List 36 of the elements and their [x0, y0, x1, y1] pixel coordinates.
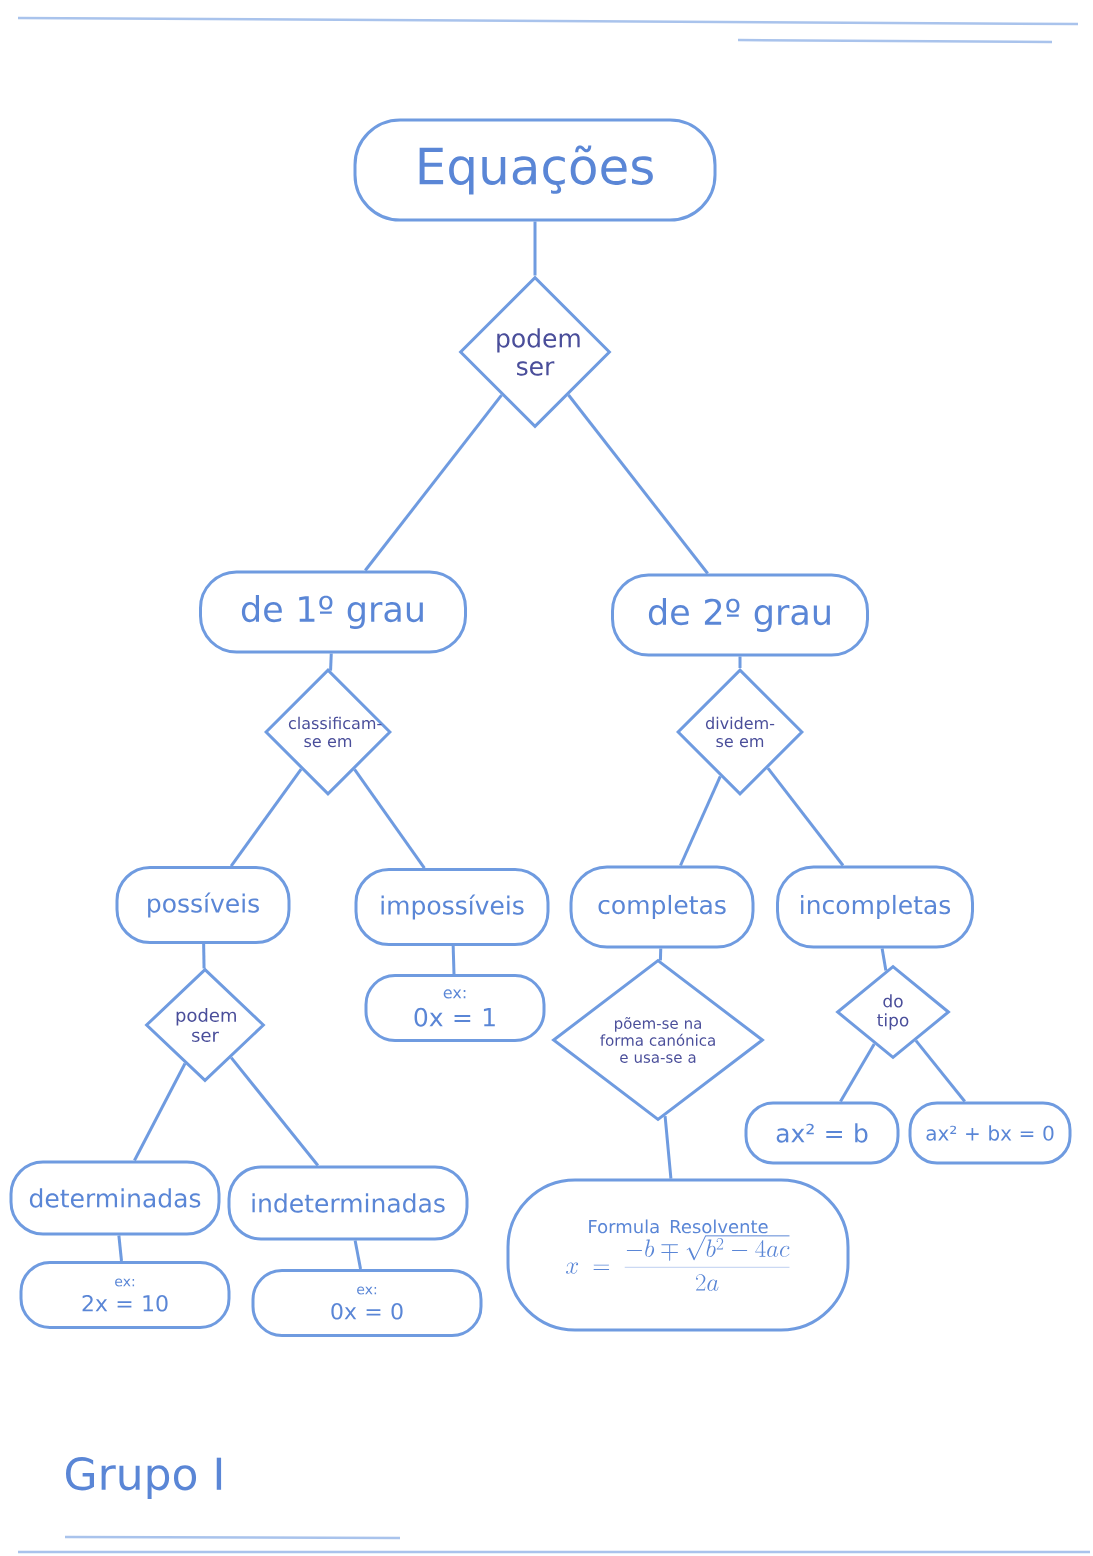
connector-line	[663, 1115, 673, 1179]
rounded-box: impossíveis	[354, 868, 550, 946]
rounded-box: ex: 0x = 0	[251, 1269, 483, 1337]
rounded-box: ax² = b	[744, 1101, 900, 1165]
connector-line	[658, 948, 663, 961]
rounded-box: ax² + bx = 0	[908, 1101, 1072, 1165]
connector-line	[329, 653, 333, 671]
connector-line	[117, 1235, 123, 1262]
connector-line	[738, 656, 742, 668]
group-label: Grupo I	[66, 1457, 222, 1499]
connector-line	[230, 1056, 320, 1167]
rounded-box: indeterminadas	[227, 1165, 469, 1241]
rounded-box: Formula Resolvente $x=\frac{-b\mp\sqrt{b^2-4ac}}{2a}$	[506, 1178, 850, 1332]
connector-line	[202, 944, 206, 969]
connector-line	[533, 221, 537, 276]
connector-line	[364, 394, 503, 572]
connector-line	[567, 394, 709, 575]
rounded-box: completas	[569, 865, 755, 949]
connector-line	[353, 768, 426, 869]
rounded-box: incompletas	[776, 865, 974, 949]
connector-line	[839, 1043, 876, 1103]
rounded-box: possíveis	[115, 866, 291, 944]
connector-line	[679, 775, 722, 867]
connector-line	[914, 1039, 966, 1103]
connector-line	[880, 948, 888, 971]
rounded-box: Equações	[353, 118, 717, 222]
connector-line	[451, 945, 456, 975]
connector-line	[353, 1240, 363, 1270]
connector-line	[766, 767, 845, 867]
rounded-box: determinadas	[9, 1160, 221, 1236]
rounded-box: de 2º grau	[611, 573, 869, 657]
rounded-box: ex: 2x = 10	[19, 1261, 231, 1329]
connector-line	[133, 1062, 187, 1162]
connector-line	[229, 768, 303, 867]
rounded-box: de 1º grau	[199, 570, 467, 654]
rounded-box: ex: 0x = 1	[364, 974, 546, 1042]
